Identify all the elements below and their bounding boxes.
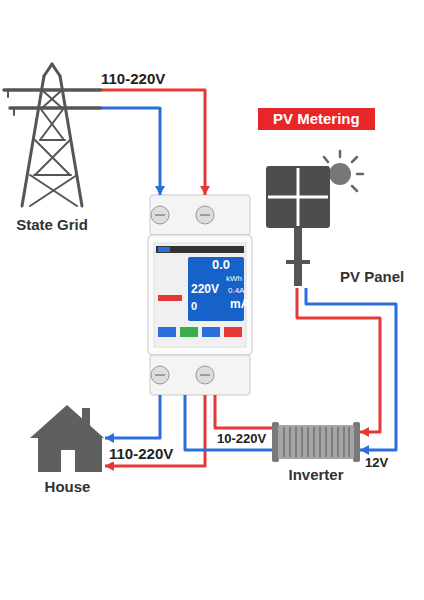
inverter-device: [272, 422, 360, 462]
grid-tower: State Grid: [2, 66, 102, 238]
wire-pair: [102, 90, 210, 195]
inverter: Inverter: [272, 418, 360, 484]
solar-panel: [266, 166, 330, 286]
screen-reading: 0: [191, 300, 197, 313]
wire-pair: [297, 288, 396, 455]
wire: [102, 108, 160, 195]
voltage-label: 10-220V: [216, 432, 267, 447]
voltage-label: 110-220V: [100, 70, 166, 87]
wire: [105, 395, 160, 438]
node-label: House: [45, 478, 91, 495]
wire-pair: [105, 395, 205, 471]
meter-box: 0.0kWh 220V 0.4A 0 mA: [148, 195, 252, 395]
house-icon: [30, 405, 104, 472]
arrow-head: [200, 186, 210, 195]
wire: [185, 395, 272, 450]
wire-pair: [185, 395, 272, 450]
wire: [215, 395, 272, 428]
wire: [297, 288, 380, 432]
wire: [102, 90, 205, 195]
node-label: State Grid: [16, 216, 88, 233]
badge-text: PV Metering: [273, 110, 360, 128]
node-label: PV Panel: [340, 268, 404, 285]
arrow-head: [360, 445, 369, 455]
voltage-label: 12V: [364, 456, 389, 471]
house: House: [30, 400, 105, 500]
arrow-head: [155, 186, 165, 195]
wire: [306, 288, 396, 450]
node-label: Inverter: [288, 466, 343, 483]
wire: [105, 395, 205, 466]
screen-unit: 0.4A: [228, 286, 244, 295]
screen-unit: kWh: [226, 274, 242, 283]
power-tower: [4, 64, 101, 206]
energy-meter: [148, 195, 252, 395]
arrow-head: [105, 461, 114, 471]
pv-panel: PV Panel: [262, 160, 414, 288]
screen-reading: 220V: [191, 283, 219, 297]
arrow-head: [360, 427, 369, 437]
title-badge: PV Metering: [258, 108, 375, 130]
screen-reading: mA: [230, 298, 249, 312]
screen-reading: 0.0: [212, 258, 230, 273]
arrow-head: [105, 433, 114, 443]
voltage-label: 110-220V: [108, 445, 174, 462]
